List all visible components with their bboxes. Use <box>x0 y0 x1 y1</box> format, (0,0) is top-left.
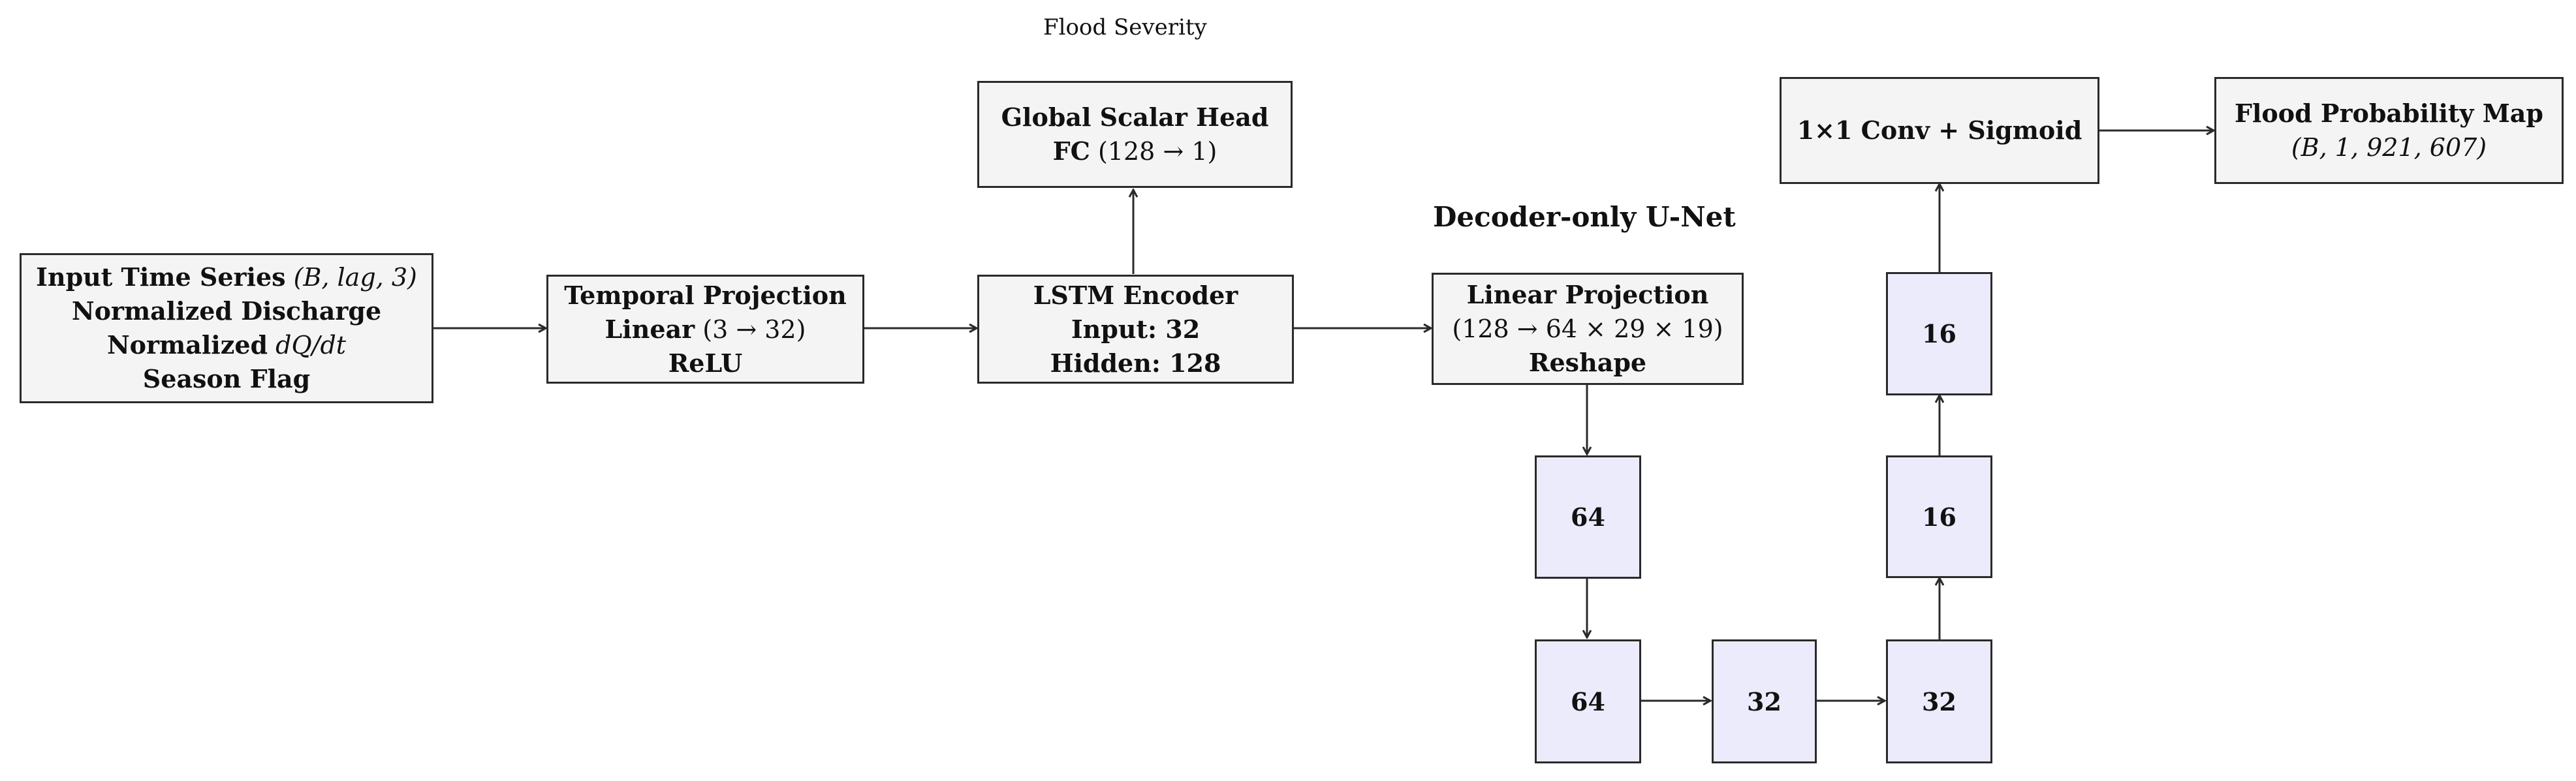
lstm-box-title: LSTM Encoder <box>1033 280 1238 310</box>
decoder-block-16-second: 16 <box>1886 272 1992 395</box>
decoder-block-32-second: 32 <box>1886 639 1992 763</box>
decoder-block-64-first: 64 <box>1535 455 1641 579</box>
decoder-block-64-second: 64 <box>1535 639 1641 763</box>
scalar-head-dims: (128 → 1) <box>1097 137 1217 166</box>
global-scalar-head-box: Global Scalar Head FC (128 → 1) <box>977 81 1293 188</box>
input-box-title: Input Time Series <box>36 262 286 292</box>
decoder-block-16-first: 16 <box>1886 455 1992 578</box>
conv-sigmoid-box: 1×1 Conv + Sigmoid <box>1780 77 2099 184</box>
input-box-derivative: dQ/dt <box>275 331 347 360</box>
temporal-box-dims: (3 → 32) <box>702 314 806 344</box>
temporal-box-title: Temporal Projection <box>564 280 847 310</box>
linear-proj-dims: (128 → 64 × 29 × 19) <box>1452 314 1723 343</box>
flood-probability-map-box: Flood Probability Map (B, 1, 921, 607) <box>2214 77 2564 184</box>
linear-proj-reshape: Reshape <box>1528 348 1647 377</box>
flood-severity-label: Flood Severity <box>1043 14 1207 40</box>
conv-box-title: 1×1 Conv + Sigmoid <box>1797 115 2082 145</box>
linear-projection-box: Linear Projection (128 → 64 × 29 × 19) R… <box>1432 273 1744 385</box>
scalar-head-fc: FC <box>1052 136 1090 166</box>
decoder-section-title: Decoder-only U-Net <box>1433 201 1736 233</box>
input-box-discharge: Normalized Discharge <box>71 296 382 326</box>
scalar-head-title: Global Scalar Head <box>1001 102 1269 132</box>
input-time-series-box: Input Time Series (B, lag, 3) Normalized… <box>20 253 433 403</box>
input-box-normalized: Normalized <box>106 330 268 360</box>
lstm-box-hidden: Hidden: 128 <box>1050 348 1221 378</box>
input-box-shape: (B, lag, 3) <box>293 263 417 292</box>
temporal-projection-box: Temporal Projection Linear (3 → 32) ReLU <box>546 275 864 384</box>
lstm-box-input: Input: 32 <box>1071 314 1201 344</box>
temporal-box-linear: Linear <box>605 314 695 344</box>
decoder-block-32-first: 32 <box>1712 639 1817 763</box>
output-box-title: Flood Probability Map <box>2234 99 2544 128</box>
input-box-season-flag: Season Flag <box>142 364 311 393</box>
linear-proj-title: Linear Projection <box>1466 280 1709 309</box>
temporal-box-activation: ReLU <box>668 348 743 378</box>
lstm-encoder-box: LSTM Encoder Input: 32 Hidden: 128 <box>977 275 1294 384</box>
output-box-shape: (B, 1, 921, 607) <box>2291 133 2487 162</box>
